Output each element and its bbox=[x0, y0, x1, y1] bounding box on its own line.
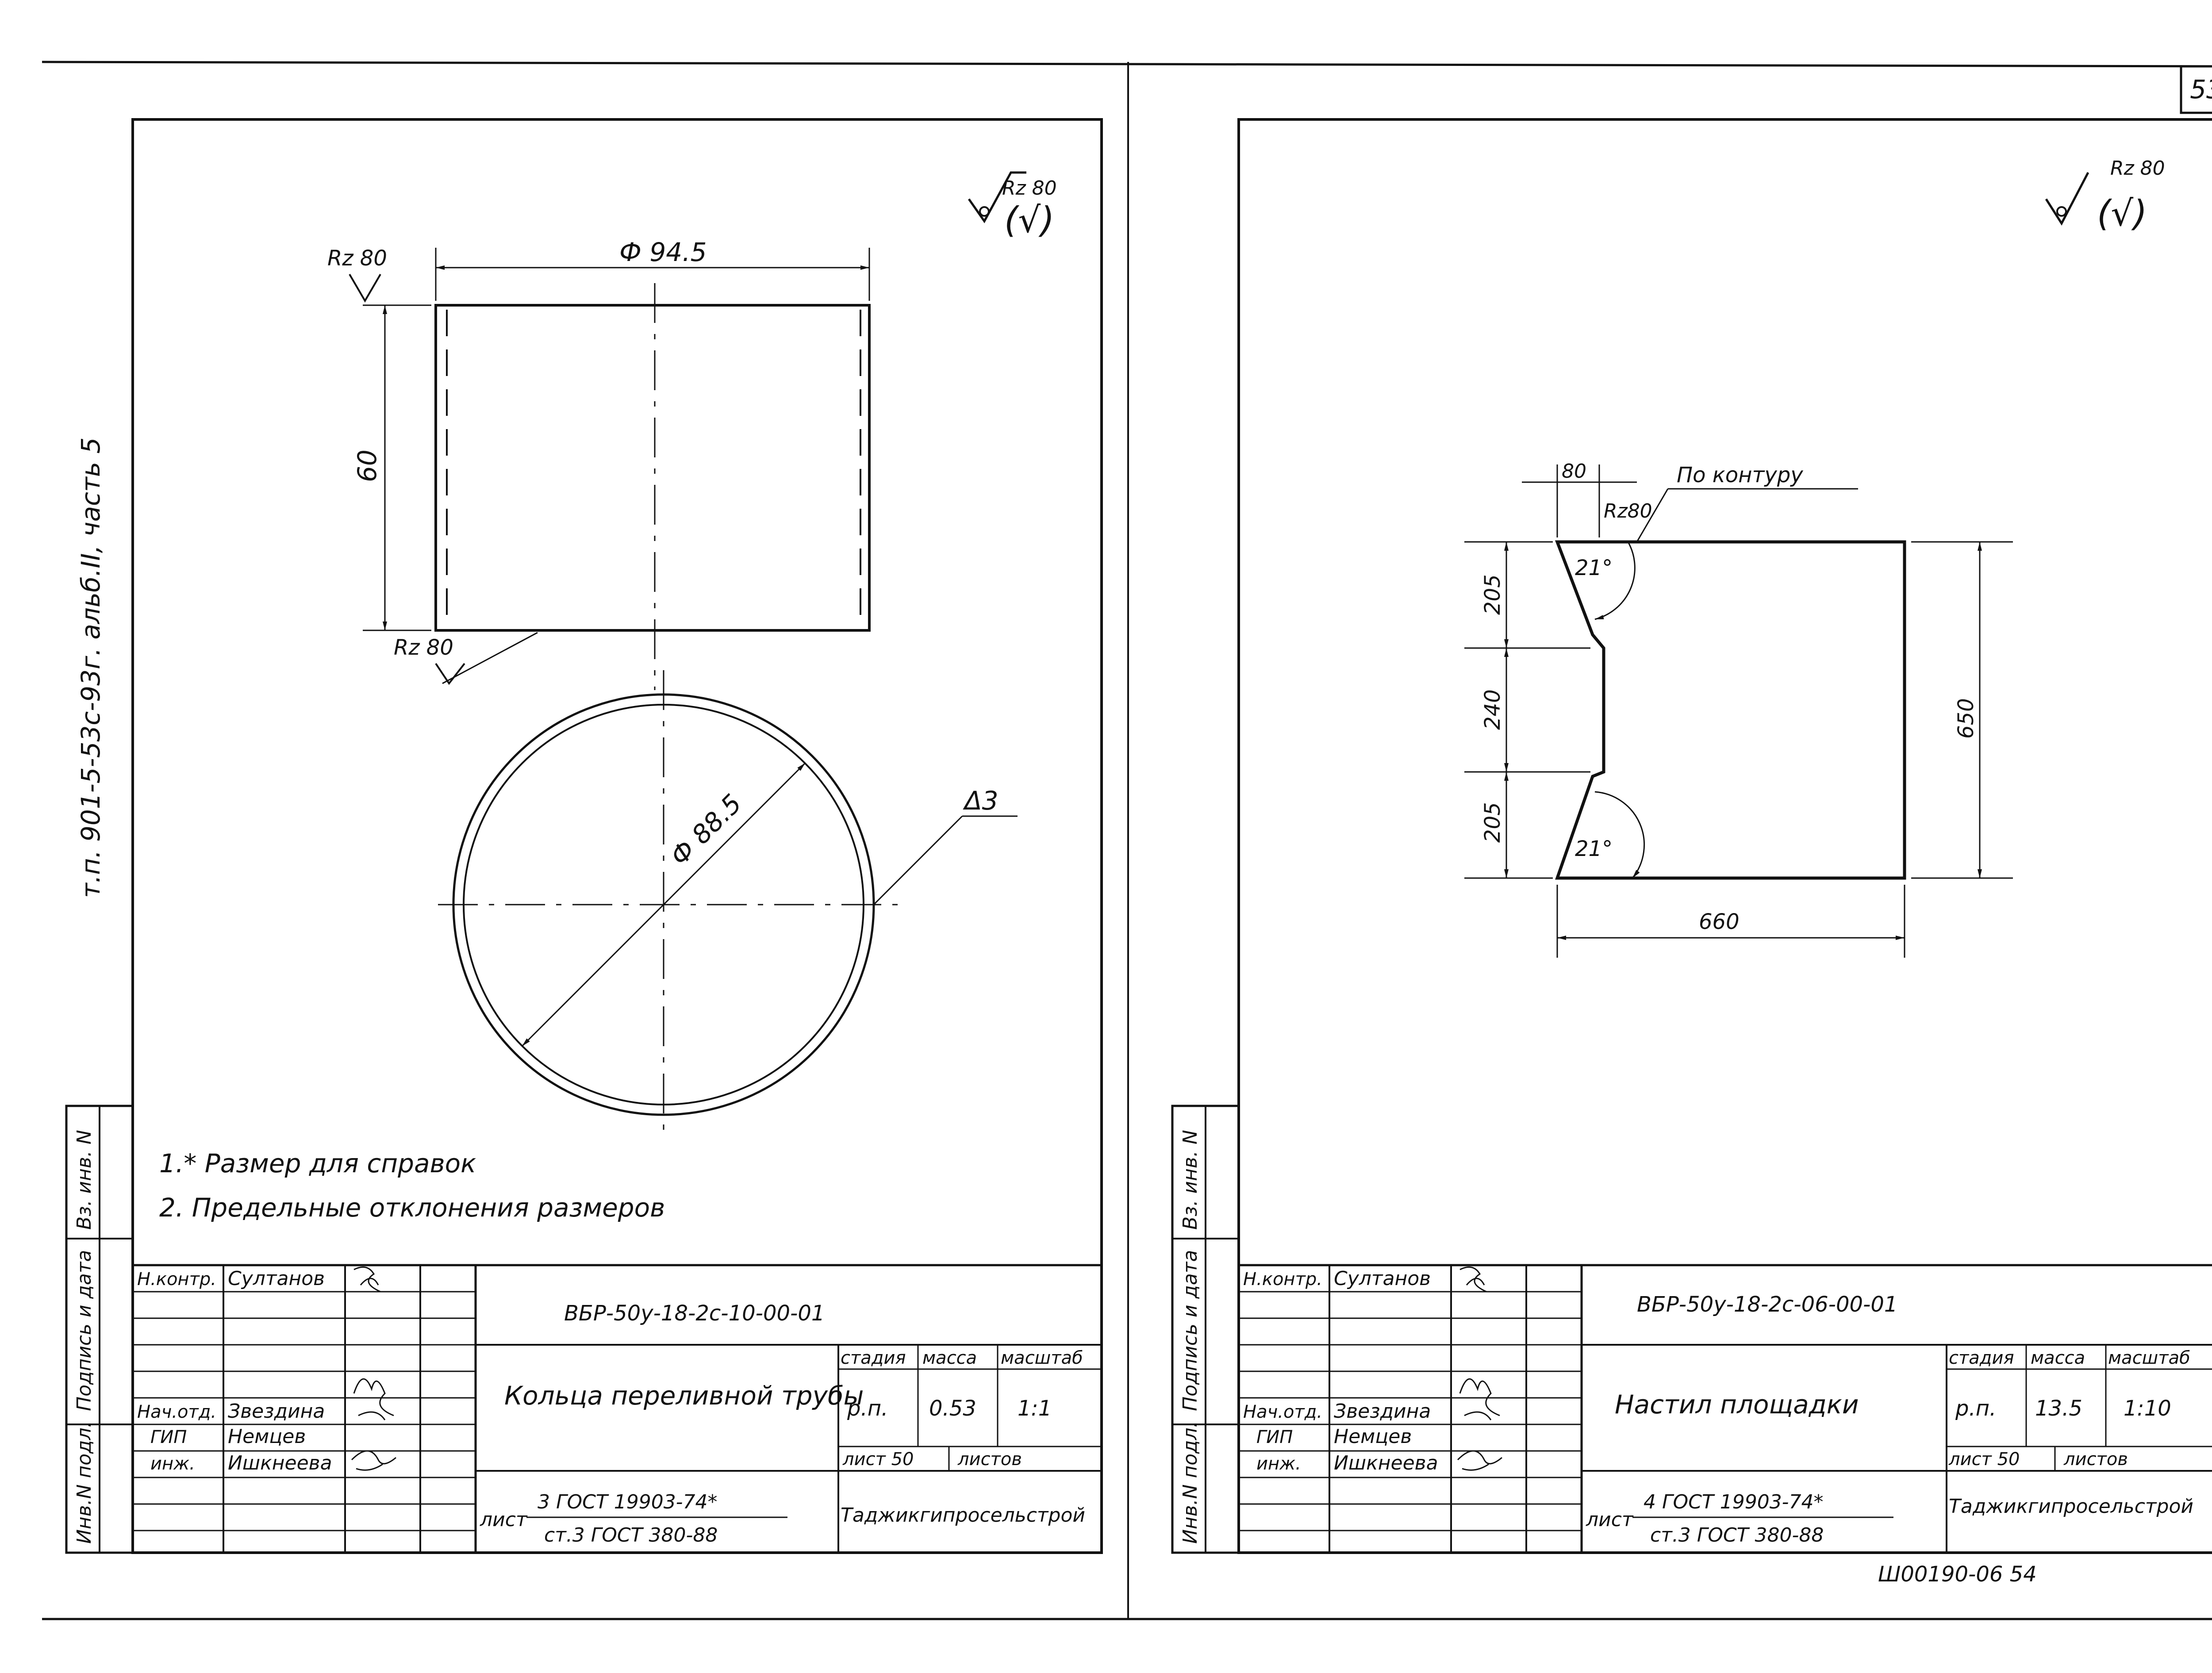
svg-text:листов: листов bbox=[2063, 1449, 2128, 1470]
svg-text:Нач.отд.: Нач.отд. bbox=[137, 1402, 216, 1422]
svg-text:Ишкнеева: Ишкнеева bbox=[228, 1452, 332, 1474]
archive-number: Ш00190-06 54 bbox=[1878, 1562, 2037, 1587]
plate-view: 21° 21° 80 По контуру Rz80 205 240 205 bbox=[1464, 460, 2013, 958]
svg-text:Немцев: Немцев bbox=[228, 1425, 306, 1448]
svg-text:1:10: 1:10 bbox=[2124, 1396, 2171, 1421]
left-sheet-frame bbox=[131, 118, 1103, 1554]
note-1: 1.* Размер для справок bbox=[159, 1148, 476, 1178]
svg-text:Звездина: Звездина bbox=[1334, 1400, 1431, 1423]
svg-text:Султанов: Султанов bbox=[1334, 1267, 1431, 1290]
page-number: 53 bbox=[2190, 74, 2212, 104]
right-doc-code: ВБР-50у-18-2с-06-00-01 bbox=[1637, 1292, 1897, 1317]
svg-text:инж.: инж. bbox=[1256, 1454, 1301, 1474]
svg-text:масса: масса bbox=[922, 1348, 977, 1368]
svg-text:масштаб: масштаб bbox=[1001, 1348, 1083, 1368]
svg-text:Ишкнеева: Ишкнеева bbox=[1334, 1452, 1438, 1474]
left-roughness-overall: Rz 80 (√) bbox=[968, 171, 1057, 241]
svg-text:1:1: 1:1 bbox=[1018, 1396, 1052, 1421]
svg-text:Звездина: Звездина bbox=[228, 1400, 325, 1423]
svg-text:масса: масса bbox=[2031, 1348, 2085, 1368]
svg-text:(√): (√) bbox=[2097, 193, 2147, 234]
svg-text:Султанов: Султанов bbox=[228, 1267, 325, 1290]
dim-height-650: 650 bbox=[1954, 698, 1978, 739]
dim-seg-mid: 240 bbox=[1480, 689, 1505, 730]
stamp-vz-inv: Вз. инв. N bbox=[73, 1130, 96, 1230]
svg-text:Нач.отд.: Нач.отд. bbox=[1243, 1402, 1322, 1422]
svg-text:стадия: стадия bbox=[1949, 1348, 2014, 1368]
svg-text:масштаб: масштаб bbox=[2108, 1348, 2190, 1368]
svg-text:ГИП: ГИП bbox=[1256, 1427, 1293, 1447]
svg-text:Инв.N подл.: Инв.N подл. bbox=[1179, 1421, 1202, 1544]
svg-text:инж.: инж. bbox=[150, 1454, 195, 1474]
right-sheet-frame bbox=[1237, 118, 2212, 1554]
right-side-stamp: Инв.N подл. Подпись и дата Вз. инв. N bbox=[1171, 1105, 1240, 1554]
svg-text:Rz 80: Rz 80 bbox=[1002, 177, 1057, 200]
dim-thickness: Δ3 bbox=[963, 786, 998, 816]
svg-text:р.п.: р.п. bbox=[1955, 1396, 1996, 1421]
dim-width-660: 660 bbox=[1699, 909, 1740, 934]
svg-text:(√): (√) bbox=[1004, 200, 1054, 241]
dim-height: 60 bbox=[352, 449, 382, 482]
left-org: Таджикгипросельстрой bbox=[841, 1504, 1085, 1527]
page-number-box: 53 bbox=[2180, 65, 2212, 114]
svg-text:лист: лист bbox=[480, 1508, 528, 1531]
ring-side-view: Ф 94.5 60 Rz 80 Rz 80 bbox=[327, 237, 871, 690]
roughness-bottom: Rz 80 bbox=[394, 635, 453, 660]
svg-text:Немцев: Немцев bbox=[1334, 1425, 1412, 1448]
angle-top: 21° bbox=[1575, 556, 1613, 580]
roughness-top: Rz 80 bbox=[327, 246, 387, 271]
svg-text:лист 50: лист 50 bbox=[842, 1449, 914, 1470]
dim-diameter-inner: Ф 88.5 bbox=[664, 788, 748, 871]
spine-text: т.п. 901-5-53с-93г. альб.II, часть 5 bbox=[76, 437, 106, 898]
top-rule bbox=[42, 61, 2212, 68]
right-org: Таджикгипросельстрой bbox=[1949, 1495, 2193, 1518]
right-part-name: Настил площадки bbox=[1615, 1389, 1859, 1420]
svg-text:лист 50: лист 50 bbox=[1948, 1449, 2020, 1470]
left-doc-code: ВБР-50у-18-2с-10-00-01 bbox=[564, 1301, 825, 1326]
dim-notch-width: 80 bbox=[1562, 460, 1586, 483]
left-notes: 1.* Размер для справок 2. Предельные отк… bbox=[159, 1148, 665, 1223]
angle-bottom: 21° bbox=[1575, 836, 1613, 861]
svg-text:Подпись и дата: Подпись и дата bbox=[1179, 1250, 1202, 1411]
svg-text:Вз. инв. N: Вз. инв. N bbox=[1179, 1130, 1202, 1230]
svg-text:р.п.: р.п. bbox=[847, 1396, 888, 1421]
svg-text:Rz 80: Rz 80 bbox=[2110, 157, 2165, 180]
dim-seg-bottom: 205 bbox=[1480, 802, 1505, 843]
note-2: 2. Предельные отклонения размеров bbox=[159, 1193, 665, 1223]
ring-top-view: Ф 88.5 Δ3 bbox=[438, 670, 1018, 1132]
svg-text:3 ГОСТ 19903-74*: 3 ГОСТ 19903-74* bbox=[538, 1491, 718, 1513]
left-side-stamp: Инв.N подл. Подпись и дата Вз. инв. N bbox=[65, 1105, 134, 1554]
right-title-block: Н.контр. Султанов Нач.отд. Звездина ГИП … bbox=[1239, 1264, 2212, 1553]
svg-text:4 ГОСТ 19903-74*: 4 ГОСТ 19903-74* bbox=[1644, 1491, 1824, 1513]
svg-text:0.53: 0.53 bbox=[929, 1396, 976, 1421]
contour-note: По контуру bbox=[1677, 463, 1803, 487]
dim-seg-top: 205 bbox=[1480, 574, 1505, 615]
svg-text:листов: листов bbox=[957, 1449, 1022, 1470]
right-roughness-overall: Rz 80 (√) bbox=[2045, 157, 2165, 234]
stamp-inv-podl: Инв.N подл. bbox=[73, 1421, 96, 1544]
contour-roughness: Rz80 bbox=[1604, 500, 1652, 522]
right-sheet: Инв.N подл. Подпись и дата Вз. инв. N Rz… bbox=[1171, 118, 2212, 1587]
left-sheet: Инв.N подл. Подпись и дата Вз. инв. N Rz… bbox=[65, 118, 1103, 1554]
svg-text:Н.контр.: Н.контр. bbox=[137, 1269, 216, 1289]
svg-text:ГИП: ГИП bbox=[150, 1427, 187, 1447]
svg-text:Н.контр.: Н.контр. bbox=[1243, 1269, 1322, 1289]
left-part-name: Кольца переливной трубы bbox=[504, 1381, 864, 1411]
svg-text:лист: лист bbox=[1586, 1508, 1634, 1531]
svg-text:ст.3 ГОСТ 380-88: ст.3 ГОСТ 380-88 bbox=[544, 1524, 718, 1546]
stamp-podpis-data: Подпись и дата bbox=[73, 1250, 96, 1411]
svg-text:ст.3 ГОСТ 380-88: ст.3 ГОСТ 380-88 bbox=[1650, 1524, 1824, 1546]
left-title-block: Н.контр. Султанов Нач.отд. Звездина ГИП … bbox=[133, 1264, 1102, 1553]
dim-diameter-outer: Ф 94.5 bbox=[619, 237, 707, 267]
svg-text:стадия: стадия bbox=[841, 1348, 906, 1368]
svg-text:13.5: 13.5 bbox=[2035, 1396, 2082, 1421]
